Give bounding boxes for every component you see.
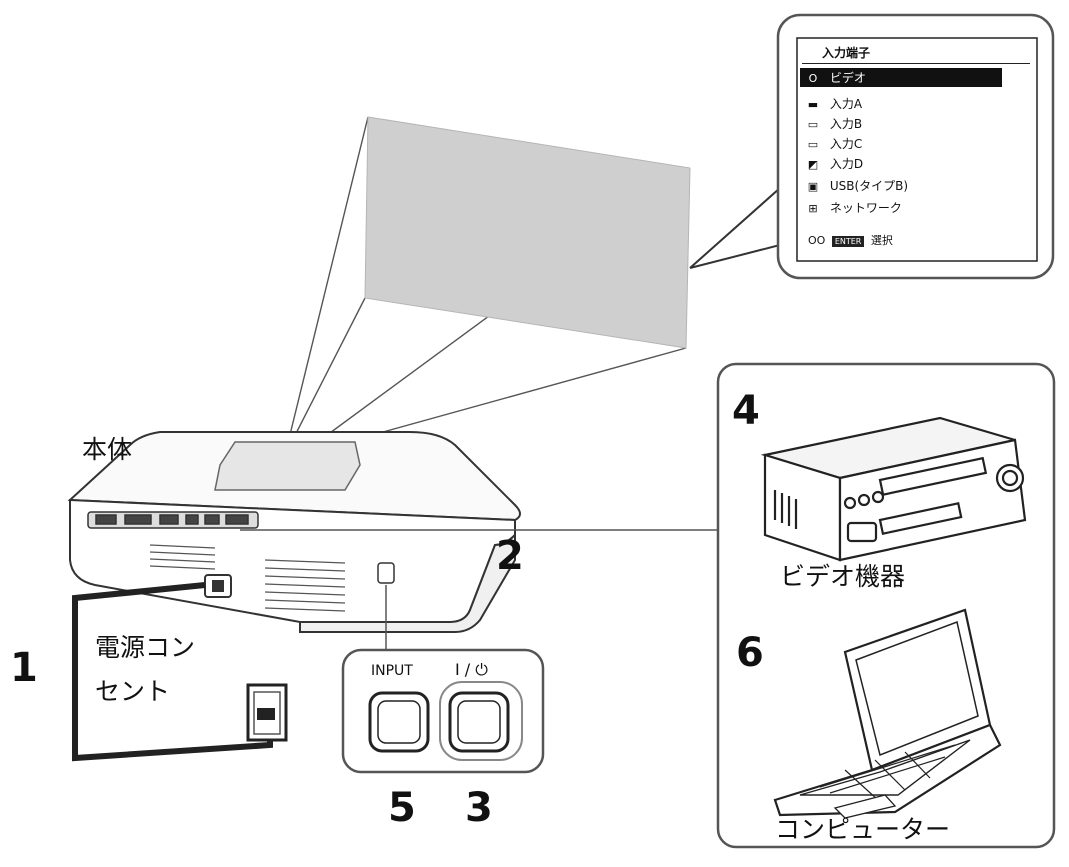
osd-menu-item-video[interactable]: O ビデオ bbox=[800, 68, 1002, 87]
input-c-icon: ▭ bbox=[807, 138, 819, 151]
network-icon: ⊞ bbox=[808, 202, 818, 215]
step-number-4: 4 bbox=[732, 388, 760, 434]
input-button-label: INPUT bbox=[371, 663, 413, 679]
step-number-2: 2 bbox=[496, 533, 524, 579]
video-device bbox=[760, 416, 1027, 562]
callout-pointer bbox=[689, 185, 781, 269]
osd-menu-item-network[interactable]: ⊞ ネットワーク bbox=[800, 199, 902, 216]
input-b-icon: ▭ bbox=[807, 118, 819, 131]
input-a-icon: ▬ bbox=[807, 98, 819, 111]
osd-menu-title-rule bbox=[802, 63, 1030, 64]
main-unit-label: 本体 bbox=[82, 435, 133, 464]
vent-slats bbox=[149, 544, 346, 612]
projected-screen bbox=[364, 116, 691, 349]
osd-menu-item-label: ネットワーク bbox=[829, 201, 902, 215]
outlet-label-line2: セント bbox=[95, 677, 171, 706]
video-device-label: ビデオ機器 bbox=[780, 562, 906, 591]
input-d-icon: ◩ bbox=[807, 158, 819, 171]
osd-menu-item-input-b[interactable]: ▭ 入力B bbox=[800, 115, 862, 132]
osd-menu: 入力端子 O ビデオ ▬ 入力A ▭ 入力B ▭ 入力C ◩ 入力D ▣ USB… bbox=[800, 40, 1034, 260]
osd-menu-item-input-a[interactable]: ▬ 入力A bbox=[800, 95, 862, 112]
outlet-label-line1: 電源コン bbox=[95, 633, 196, 662]
enter-key-badge: ENTER bbox=[831, 236, 865, 247]
osd-menu-item-label: 入力C bbox=[829, 137, 863, 151]
osd-menu-item-label: 入力B bbox=[829, 117, 863, 131]
usb-icon: ▣ bbox=[807, 180, 819, 193]
osd-menu-item-usb[interactable]: ▣ USB(タイプB) bbox=[800, 177, 908, 194]
osd-menu-item-input-d[interactable]: ◩ 入力D bbox=[800, 155, 863, 172]
select-hint: 選択 bbox=[870, 234, 893, 247]
osd-menu-item-label: ビデオ bbox=[829, 71, 866, 85]
osd-menu-item-label: 入力D bbox=[829, 157, 864, 171]
projector-body bbox=[67, 431, 521, 633]
power-button-label: I / ⏻ bbox=[455, 660, 488, 679]
connector-panel bbox=[87, 511, 259, 529]
osd-menu-item-label: USB(タイプB) bbox=[829, 179, 909, 193]
arrow-keys-icon: OO bbox=[808, 234, 826, 247]
osd-menu-footer: OO ENTER 選択 bbox=[808, 232, 893, 248]
step-number-5: 5 bbox=[388, 785, 416, 831]
radio-icon: O bbox=[808, 72, 818, 85]
side-button-area bbox=[377, 562, 395, 584]
laptop-computer bbox=[773, 608, 1002, 819]
osd-menu-item-label: 入力A bbox=[829, 97, 863, 111]
step-number-1: 1 bbox=[10, 645, 38, 691]
osd-menu-title: 入力端子 bbox=[822, 46, 871, 60]
step-number-3: 3 bbox=[465, 785, 493, 831]
computer-label: コンピューター bbox=[775, 815, 951, 844]
osd-menu-item-input-c[interactable]: ▭ 入力C bbox=[800, 135, 862, 152]
step-number-6: 6 bbox=[736, 630, 764, 676]
